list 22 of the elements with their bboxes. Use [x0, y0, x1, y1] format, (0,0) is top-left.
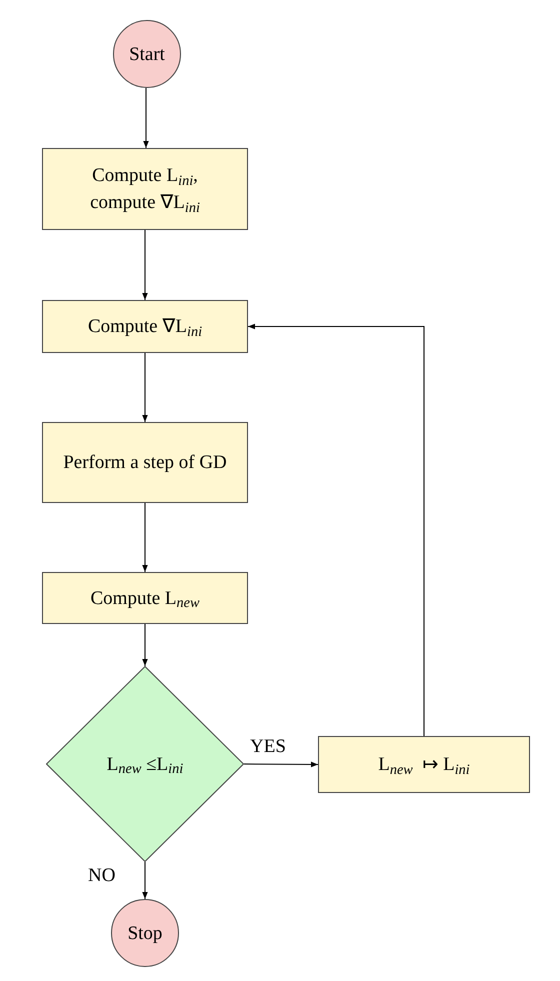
process-box — [318, 736, 530, 793]
node-text: Stop — [126, 922, 164, 946]
arrow — [248, 324, 424, 736]
arrow — [142, 230, 148, 300]
process-box — [42, 572, 248, 624]
arrow — [142, 352, 148, 422]
node-text: Compute L$_{ini}$, compute ∇L$_{ini}$ — [89, 164, 201, 216]
process-box — [42, 300, 248, 353]
arrow — [142, 624, 148, 666]
node-text: L$_{new}$ ↦ L$_{ini}$ — [377, 753, 471, 778]
arrow — [143, 88, 149, 148]
node-text: Compute ∇L$_{ini}$ — [86, 315, 204, 340]
arrow — [142, 502, 148, 572]
node-text: L$_{new}$ ≤L$_{ini}$ — [106, 752, 184, 778]
decision-diamond — [46, 666, 244, 862]
node-text: Perform a step of GD — [62, 451, 228, 475]
node-text: Start — [128, 42, 166, 66]
process-box — [42, 148, 248, 230]
process-box — [42, 422, 248, 503]
node-text: Compute L$_{new}$ — [90, 586, 200, 612]
arrow — [244, 762, 318, 768]
arrow — [142, 862, 148, 900]
